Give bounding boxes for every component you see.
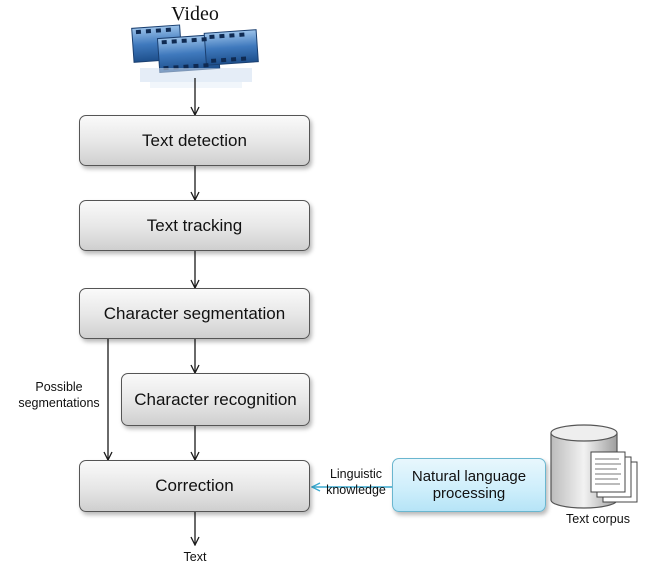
nlp-box: Natural language processing bbox=[392, 458, 546, 512]
possible-segmentations-line2: segmentations bbox=[18, 395, 100, 410]
linguistic-knowledge-line1: Linguistic bbox=[329, 467, 383, 481]
text-detection-box: Text detection bbox=[79, 115, 310, 166]
output-text-label: Text bbox=[183, 550, 207, 564]
character-segmentation-box: Character segmentation bbox=[79, 288, 310, 339]
text-corpus-label: Text corpus bbox=[566, 512, 630, 526]
nlp-label-line2: processing bbox=[432, 485, 506, 502]
character-recognition-box: Character recognition bbox=[121, 373, 310, 426]
film-strip-icon bbox=[131, 24, 259, 88]
text-tracking-box: Text tracking bbox=[79, 200, 310, 251]
possible-segmentations-line1: Possible bbox=[35, 380, 83, 394]
document-stack-icon bbox=[590, 451, 638, 503]
linguistic-knowledge-label: Linguistic knowledge bbox=[320, 467, 392, 498]
nlp-label-line1: Natural language bbox=[411, 467, 527, 485]
correction-box: Correction bbox=[79, 460, 310, 512]
linguistic-knowledge-line2: knowledge bbox=[326, 482, 386, 497]
video-label: Video bbox=[171, 3, 219, 25]
possible-segmentations-label: Possible segmentations bbox=[0, 380, 118, 411]
